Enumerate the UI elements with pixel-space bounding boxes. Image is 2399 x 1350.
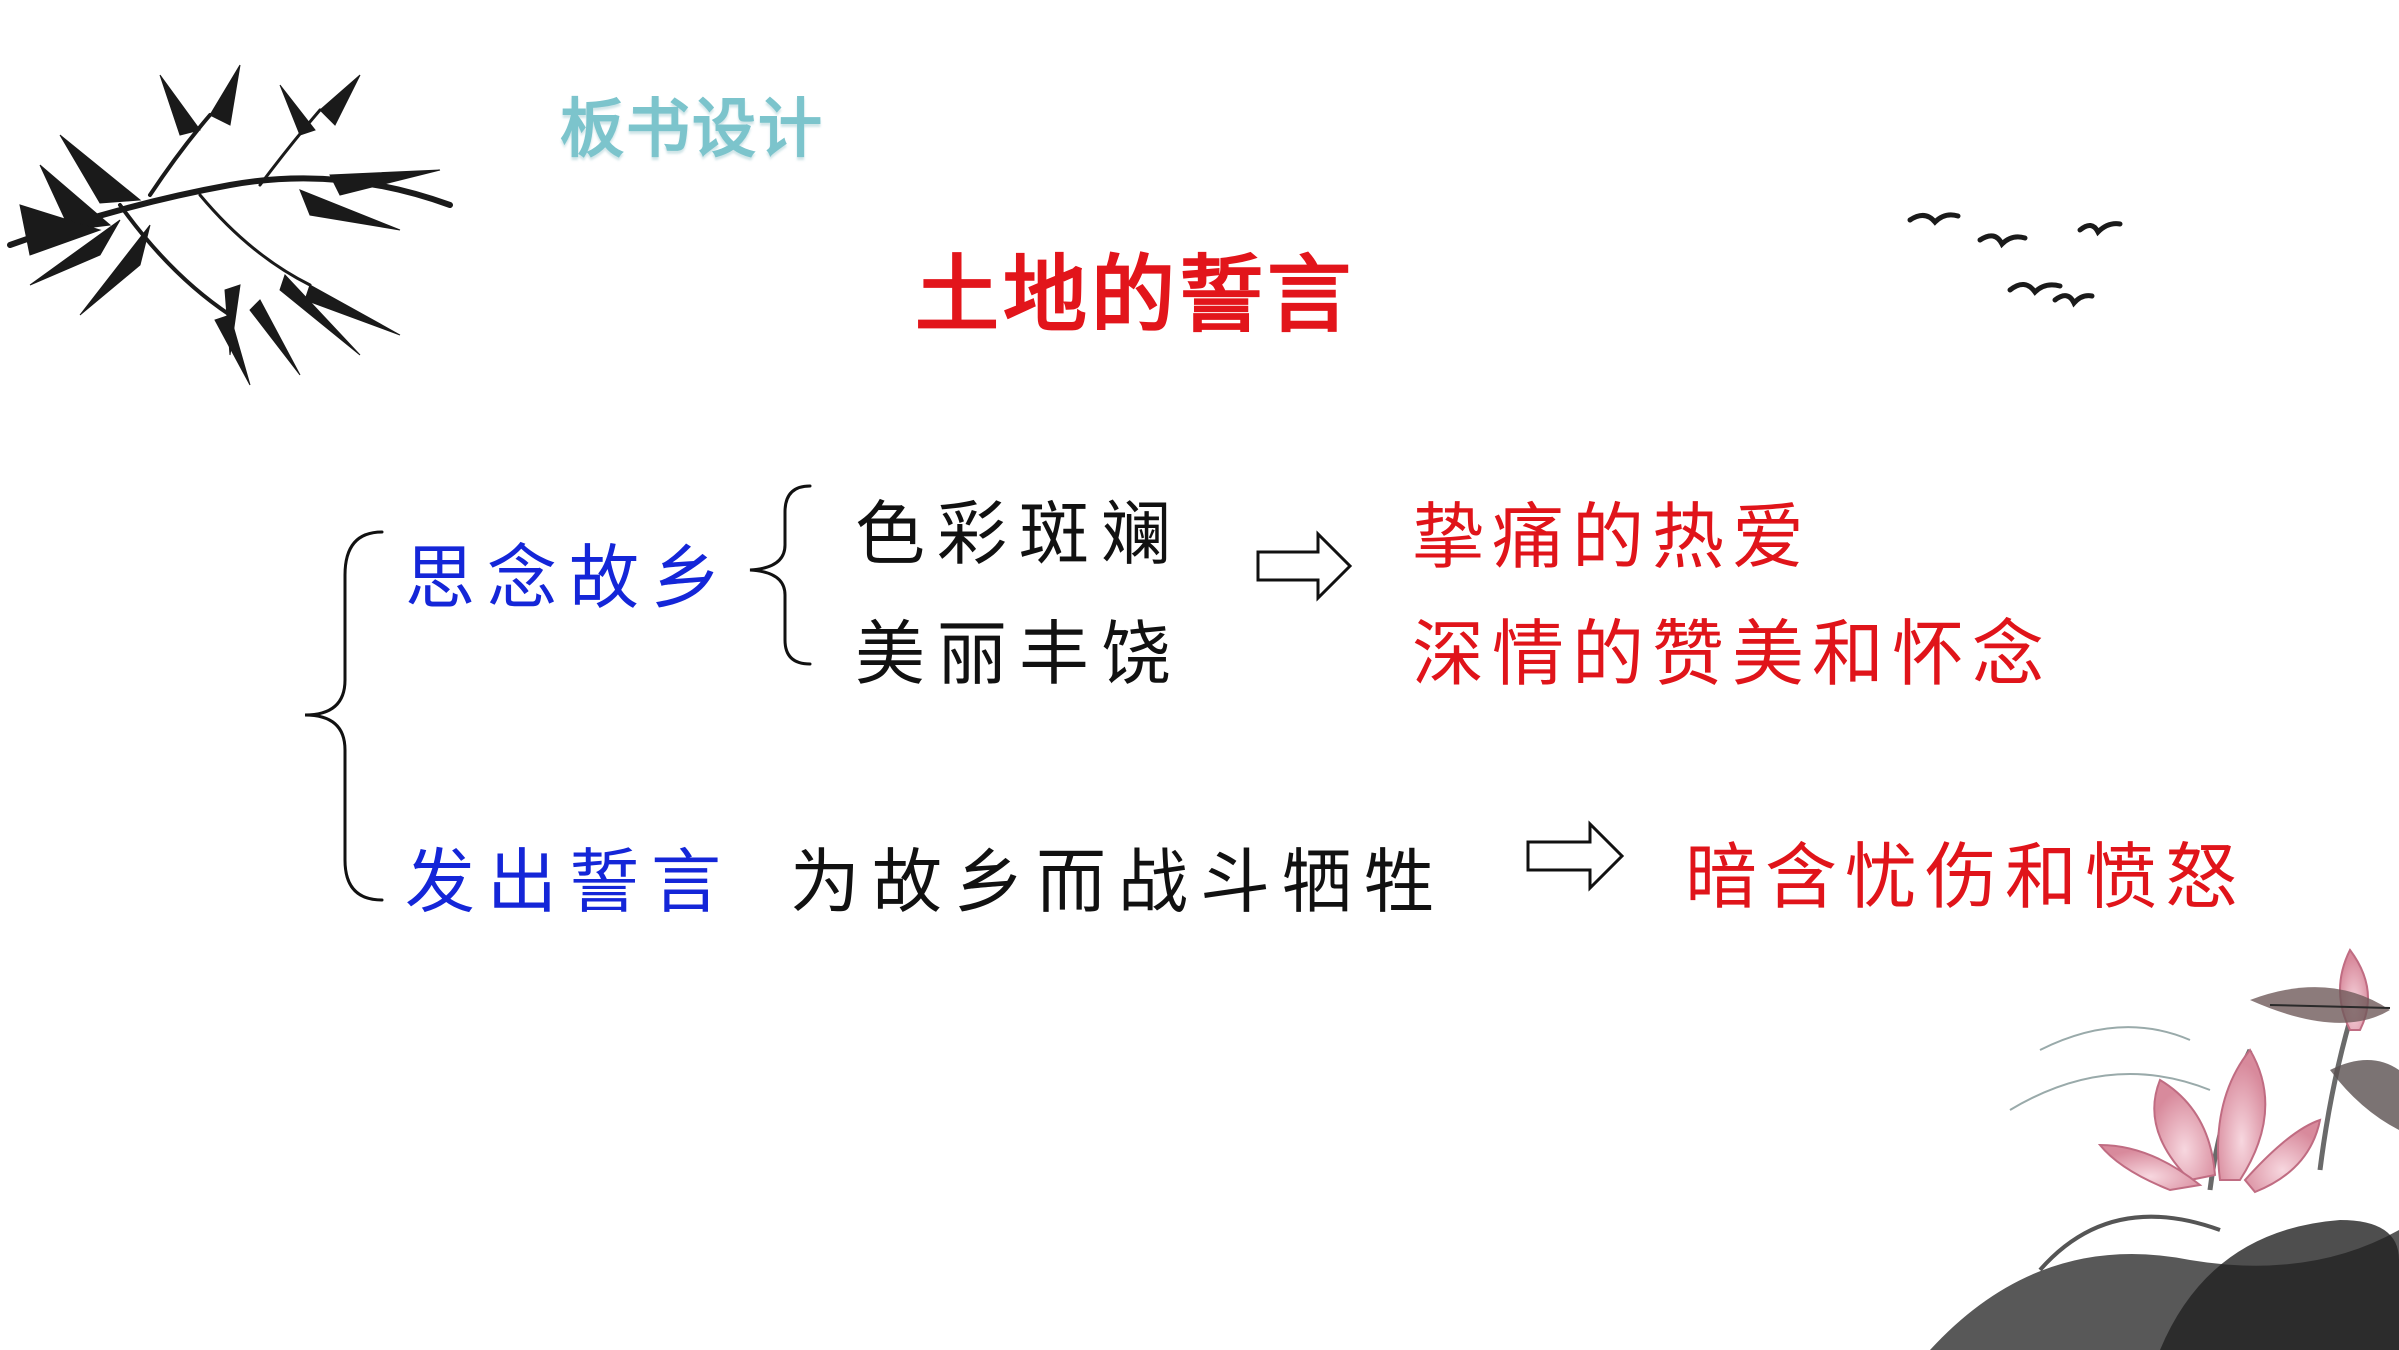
- branch-1-item: 美丽丰饶: [855, 613, 1183, 695]
- branch-1-label: 思念故乡: [405, 537, 733, 619]
- flying-birds-icon: [1907, 212, 2123, 308]
- lotus-painting-icon: [1930, 948, 2399, 1350]
- branch-2-result: 暗含忧伤和愤怒: [1685, 835, 2246, 919]
- section-heading: 板书设计: [560, 93, 824, 167]
- branch-1-item: 色彩斑斓: [855, 493, 1183, 575]
- branch-2-content: 为故乡而战斗牺牲: [790, 841, 1446, 923]
- page-title: 土地的誓言: [915, 246, 1356, 344]
- arrow-icon: [1526, 820, 1625, 892]
- arrow-icon: [1256, 530, 1353, 602]
- branch-1-result: 深情的赞美和怀念: [1412, 612, 2053, 696]
- bamboo-branch-icon: [7, 64, 453, 386]
- branch-1-result: 挚痛的热爱: [1412, 495, 1813, 579]
- branch-2-label: 发出誓言: [405, 841, 733, 923]
